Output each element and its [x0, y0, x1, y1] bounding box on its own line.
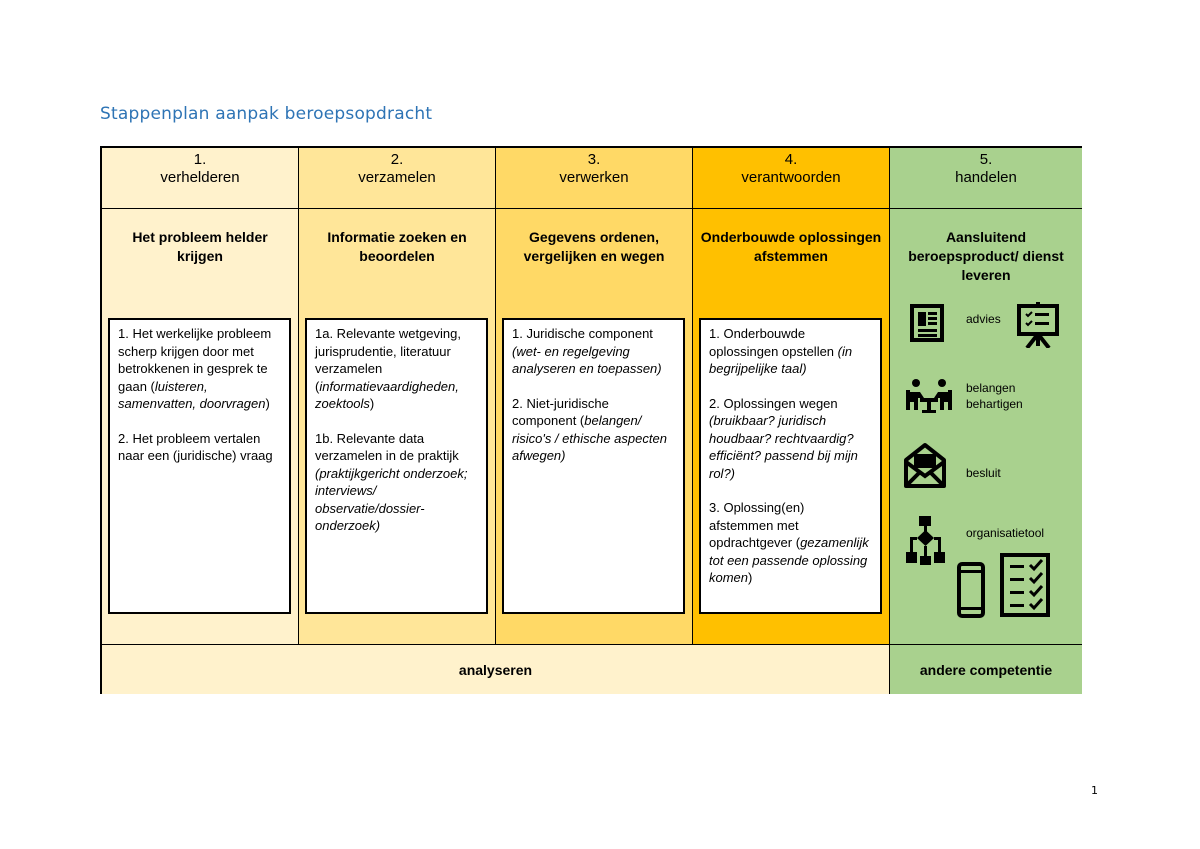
content-segment: informatievaardigheden, zoektools [315, 378, 459, 412]
step-content-paragraph: 1b. Relevante data verzamelen in de prak… [315, 430, 478, 535]
content-segment: 1. Juridische component [512, 326, 653, 341]
step-column-2: 2. verzamelen Informatie zoeken en beoor… [299, 148, 496, 644]
step-name: verwerken [559, 169, 629, 186]
content-segment: 1. Het werkelijke probleem scherp krijge… [118, 326, 272, 394]
step-name: verzamelen [358, 169, 436, 186]
step-number: 2. [390, 151, 404, 168]
step-subtitle: Aansluitend beroepsproduct/ dienst lever… [908, 229, 1064, 283]
content-segment: 2. Oplossingen wegen [709, 395, 838, 411]
step-header: 1. verhelderen [102, 148, 298, 209]
step-name: verantwoorden [741, 169, 841, 186]
meeting-table-icon [906, 379, 952, 413]
smartphone-icon [957, 562, 985, 618]
product-label-belangen-behartigen: belangen behartigen [966, 381, 1023, 411]
step-content-box: 1a. Relevante wetgeving, jurisprudentie,… [305, 318, 488, 614]
content-segment: 1b. Relevante data verzamelen in de prak… [315, 430, 459, 464]
content-segment: 1a. Relevante wetgeving, jurisprudentie,… [315, 326, 461, 394]
step-name: verhelderen [160, 169, 240, 186]
content-segment: ) [369, 396, 375, 411]
checklist-icon [1000, 553, 1050, 617]
step-header: 2. verzamelen [299, 148, 495, 209]
content-segment: (in begrijpelijke taal) [709, 343, 853, 377]
content-segment: (bruikbaar? juridisch houdbaar? rechtvaa… [709, 413, 858, 481]
step-subtitle: Gegevens ordenen, vergelijken en wegen [523, 229, 665, 264]
content-segment: luisteren, samenvatten, doorvragen [118, 378, 266, 412]
content-segment: belangen/ risico's / ethische aspecten a… [512, 413, 667, 463]
step-plan-table: 1. verhelderen Het probleem helder krijg… [100, 146, 1082, 694]
document-icon [910, 304, 944, 342]
step-column-5: 5. handelen Aansluitend beroepsproduct/ … [890, 148, 1082, 644]
step-column-3: 3. verwerken Gegevens ordenen, vergelijk… [496, 148, 693, 644]
step-subtitle: Informatie zoeken en beoordelen [327, 229, 467, 264]
step-number: 1. [193, 151, 207, 168]
step-header: 3. verwerken [496, 148, 692, 209]
content-segment: (wet- en regelgeving analyseren en toepa… [512, 343, 662, 377]
step-number: 4. [784, 151, 798, 168]
step-number: 5. [979, 151, 993, 168]
step-column-4: 4. verantwoorden Onderbouwde oplossingen… [693, 148, 890, 644]
step-content-paragraph: 1. Onderbouwde oplossingen opstellen (in… [709, 325, 872, 378]
content-segment: (praktijkgericht onderzoek; interviews/ … [315, 465, 468, 534]
content-segment: 2. Niet-juridische component ( [512, 395, 609, 429]
flowchart-icon [906, 516, 945, 565]
product-label-advies: advies [966, 312, 1001, 326]
product-label-besluit: besluit [966, 466, 1001, 480]
step-name: handelen [955, 169, 1017, 186]
content-segment: ) [265, 396, 270, 411]
step-content-paragraph: 2. Niet-juridische component (belangen/ … [512, 395, 675, 465]
step-content-paragraph: 2. Oplossingen wegen (bruikbaar? juridis… [709, 395, 872, 483]
step-content-box: 1. Onderbouwde oplossingen opstellen (in… [699, 318, 882, 614]
presentation-board-icon [1017, 302, 1059, 348]
content-segment: 2. Het probleem vertalen naar een (jurid… [118, 430, 273, 464]
step-content-paragraph: 2. Het probleem vertalen naar een (jurid… [118, 430, 281, 465]
step-subtitle: Het probleem helder krijgen [132, 229, 268, 264]
step-header: 5. handelen [890, 148, 1082, 209]
document-title: Stappenplan aanpak beroepsopdracht [100, 104, 433, 124]
step-content-paragraph: 3. Oplossing(en) afstemmen met opdrachtg… [709, 499, 872, 587]
step-content-paragraph: 1. Het werkelijke probleem scherp krijge… [118, 325, 281, 413]
step-column-1: 1. verhelderen Het probleem helder krijg… [102, 148, 299, 644]
content-segment: ) [748, 570, 753, 585]
step-header: 4. verantwoorden [693, 148, 889, 209]
step-content-box: 1. Het werkelijke probleem scherp krijge… [108, 318, 291, 614]
step-content-box: 1. Juridische component (wet- en regelge… [502, 318, 685, 614]
competency-other: andere competentie [890, 644, 1082, 694]
competency-analyseren: analyseren [102, 644, 890, 694]
step-subtitle: Onderbouwde oplossingen afstemmen [700, 229, 882, 264]
content-segment: 3. Oplossing(en) afstemmen met opdrachtg… [709, 500, 805, 550]
step-content-paragraph: 1a. Relevante wetgeving, jurisprudentie,… [315, 325, 478, 413]
page-number: 1 [1091, 784, 1098, 797]
step-number: 3. [587, 151, 601, 168]
step-content-paragraph: 1. Juridische component (wet- en regelge… [512, 325, 675, 378]
product-label-organisatietool: organisatietool [966, 526, 1045, 540]
content-segment: 1. Onderbouwde oplossingen opstellen [709, 326, 838, 359]
envelope-icon [904, 443, 946, 488]
content-segment: gezamenlijk tot een passende oplossing k… [709, 535, 869, 585]
